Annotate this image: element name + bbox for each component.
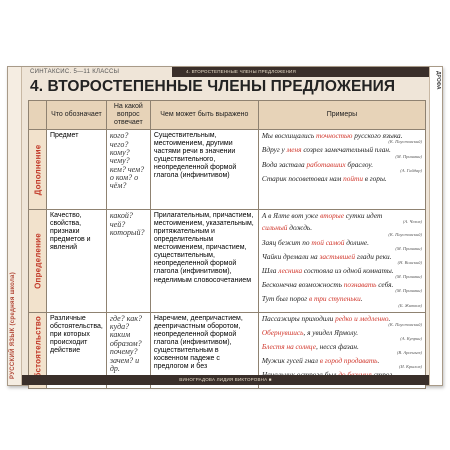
page-title: 4. ВТОРОСТЕПЕННЫЕ ЧЛЕНЫ ПРЕДЛОЖЕНИЯ [30,78,396,95]
examples-cell: Мы восхищались точностью русского языка.… [257,129,427,211]
how-cell: Прилагательным, причастием, местоимением… [149,209,259,313]
subject-label: СИНТАКСИС. 5—11 КЛАССЫ [30,69,120,75]
how-cell: Существительным, местоимением, другими ч… [149,129,259,211]
members-table: Что обозначает На какой вопрос отвечает … [28,99,427,389]
table-header-row: Что обозначает На какой вопрос отвечает … [28,99,427,131]
poster: РУССКИЙ ЯЗЫК (средняя школа) ДРОФА СИНТА… [7,66,443,389]
what-cell: Предмет [46,129,107,211]
table-row: Определение Качество, свойства, признаки… [28,209,427,313]
header-how: Чем может быть выражено [149,99,259,131]
question-cell: какой? чей? который? [105,209,151,313]
example-item: Обернувшись, я увидел Ярмолу.(А. Куприн) [261,327,422,341]
example-item: Шла лесника состояла из одной комнаты.(М… [261,265,422,280]
top-strip-text: 4. ВТОРОСТЕПЕННЫЕ ЧЛЕНЫ ПРЕДЛОЖЕНИЯ [172,67,429,77]
question-cell: кого? чего? кому? чему? кем? чем? о ком?… [105,129,151,211]
row-label: Определение [28,209,47,313]
example-item: Мужик гусей гнал в город продавать.(И. К… [261,356,422,370]
footer-text: ВИНОГРАДОВА ЛИДИЯ ВИКТОРОВНА ■ [22,375,429,385]
top-bar: СИНТАКСИС. 5—11 КЛАССЫ 4. ВТОРОСТЕПЕННЫЕ… [22,67,429,77]
right-strip: ДРОФА [429,67,442,385]
example-item: сильный дождь.(К. Паустовский) [261,223,422,237]
row-label: Дополнение [28,129,47,211]
bottom-bar: ВИНОГРАДОВА ЛИДИЯ ВИКТОРОВНА ■ [22,375,429,385]
example-item: А в Ялте вот уже вторые сутки идет(А. Че… [261,211,422,225]
header-what: Что обозначает [46,99,107,131]
publisher-logo: ДРОФА [435,71,441,90]
series-label: РУССКИЙ ЯЗЫК (средняя школа) [10,272,16,379]
example-item: Блестя на солнце, несся фазан.(В. Арсень… [261,341,422,356]
what-cell: Качество, свойства, признаки предметов и… [46,209,107,313]
example-item: Вода застала работавших браслоу.(А. Гайд… [261,159,422,173]
header-question: На какой вопрос отвечает [105,99,151,131]
example-item: Старик посоветовал нам пойти в горы. [261,173,387,183]
table-row: Дополнение Предмет кого? чего? кому? чем… [28,129,427,211]
example-item: Вдруг у меня созрел замечательный план.(… [261,145,422,159]
example-item: Пассажиры приходили редко и медленно.(К.… [261,313,422,327]
example-item: Заяц бежит по той самой долине.(М. Пришв… [261,237,422,251]
row-label: Обстоятельство [28,311,47,389]
example-item: Мы восхищались точностью русского языка.… [261,131,422,145]
example-item: Бесконечна возможность познавать себя.(М… [261,280,422,294]
left-strip: РУССКИЙ ЯЗЫК (средняя школа) [8,67,22,385]
corner-cell [28,99,47,131]
example-item: Тут был порог в три ступеньки.(Б. Житков… [261,294,422,308]
header-examples: Примеры [257,99,427,131]
examples-cell: А в Ялте вот уже вторые сутки идет(А. Че… [257,209,427,313]
example-item: Чайки дремали на застывшей глади реки.(Н… [261,251,422,265]
